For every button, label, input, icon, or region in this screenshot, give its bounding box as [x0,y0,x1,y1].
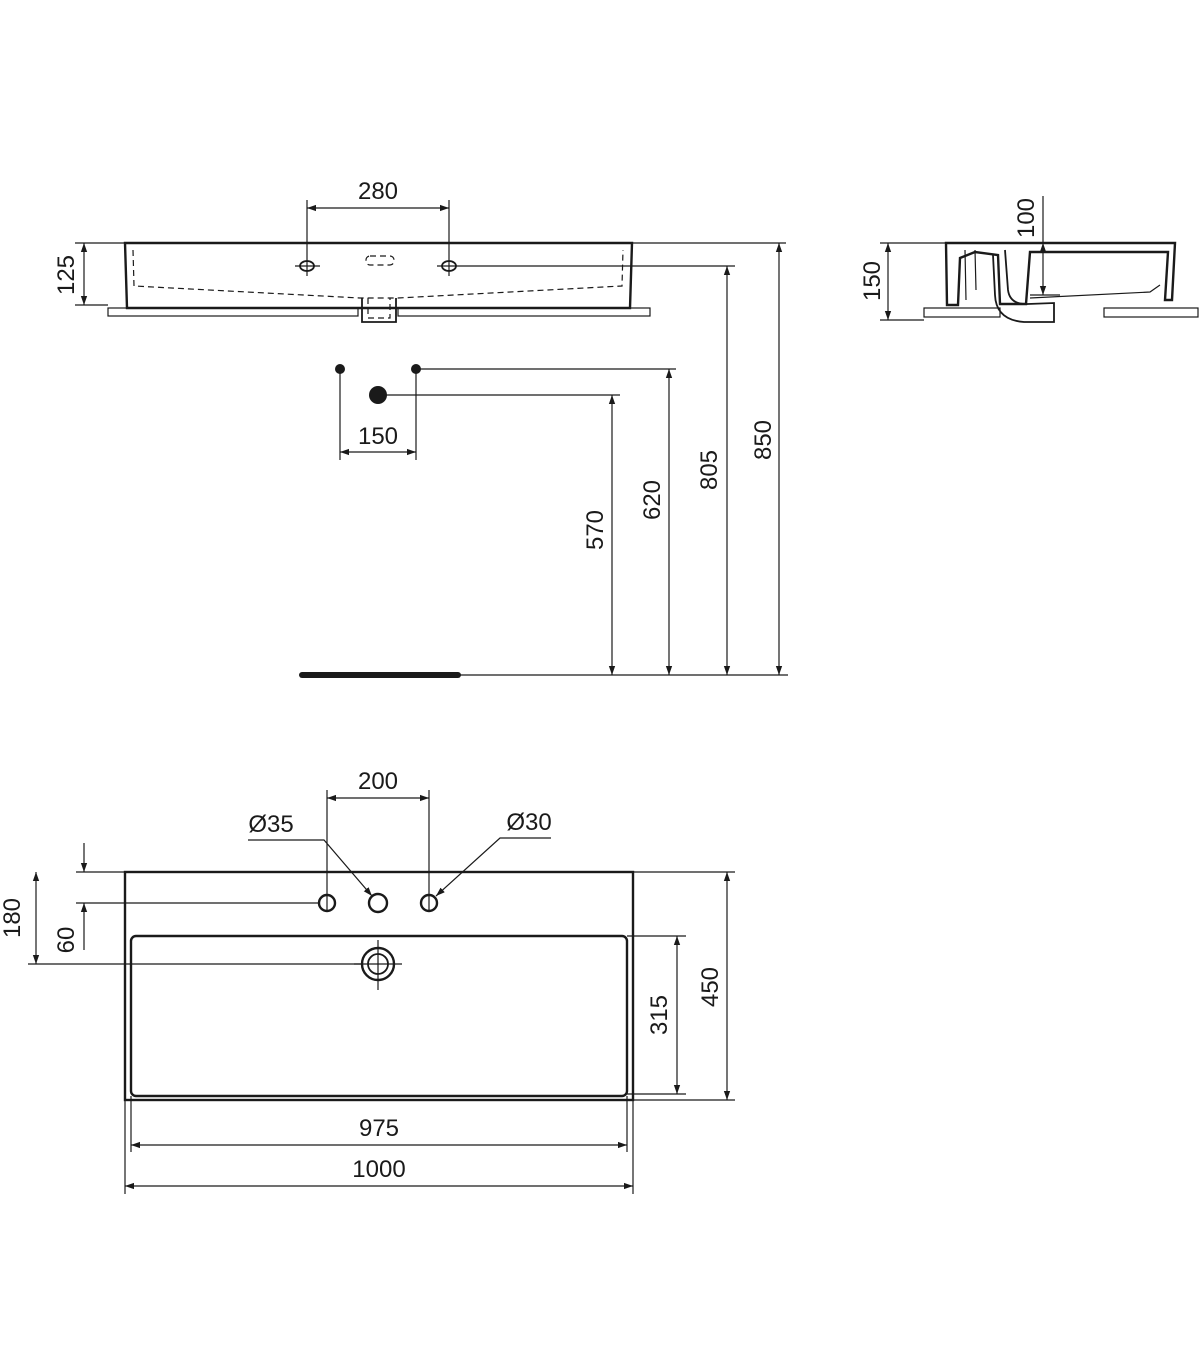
side-bowl-curve [992,249,1055,323]
dim-label-125: 125 [53,255,80,295]
dim-label-d35: Ø35 [248,811,293,838]
waste-outlet [361,298,397,323]
dim-label-620: 620 [639,480,666,520]
dim-label-570: 570 [582,510,609,550]
plan-view: 200 Ø35 Ø30 60 180 315 450 975 [0,768,735,1194]
dim-label-1000: 1000 [352,1156,405,1183]
waste-outlet-inner [367,298,391,319]
leader-d30 [435,837,551,897]
dim-label-180: 180 [0,898,26,938]
leader-d35 [248,839,373,897]
basin-front-outline [123,241,634,310]
dim-label-805: 805 [696,450,723,490]
plan-tap-hole-center [367,892,389,914]
dim-label-280: 280 [358,178,398,205]
dim-label-150-side: 150 [859,261,886,301]
dim-label-450: 450 [697,967,724,1007]
side-view: 100 150 [859,196,1199,323]
dim-label-150-supply: 150 [358,423,398,450]
plan-bowl-outline [129,934,629,1098]
plan-outer-outline [123,870,635,1102]
tap-hole-left-symbol [295,256,320,276]
front-elevation-view: 280 125 [53,178,786,323]
side-counter-hatch-left [923,307,1001,318]
overflow-slot [365,255,395,266]
dim-label-100: 100 [1013,198,1040,238]
dim-label-850: 850 [750,420,777,460]
dim-label-315: 315 [646,995,673,1035]
tap-hole-right-symbol [437,256,462,276]
dim-label-d30: Ø30 [506,809,551,836]
dim-label-200: 200 [358,768,398,795]
dim-label-975: 975 [359,1115,399,1142]
side-bowl-floor [1029,284,1161,299]
basin-inner-dashed [132,249,624,299]
side-counter-hatch-right [1103,307,1199,318]
installation-points: 150 570 620 805 850 [299,243,788,678]
dim-label-60: 60 [53,927,80,954]
side-overflow [964,249,977,301]
side-basin-outline [944,241,1177,307]
